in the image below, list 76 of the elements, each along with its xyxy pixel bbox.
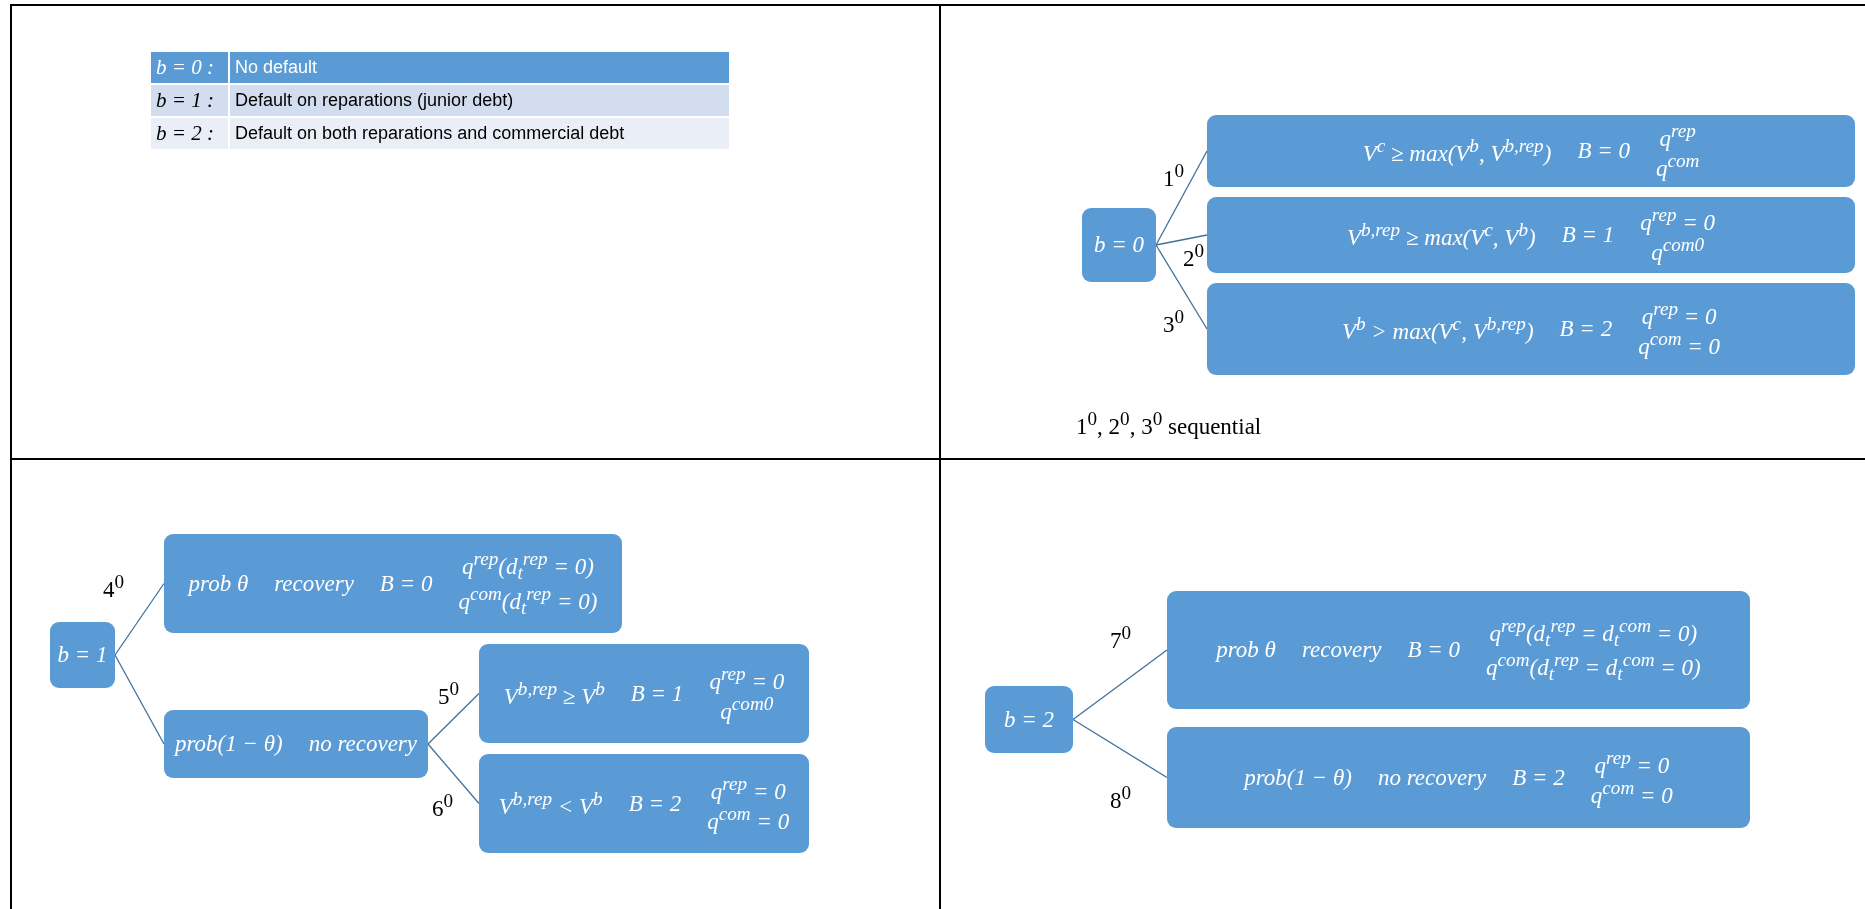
formula-text: prob(1 − θ) [174, 731, 283, 757]
edge-label: 1$^{0}$ [1163, 160, 1185, 192]
formula-text: q$^{com}$ = 0 [1638, 329, 1721, 359]
connector-line [1155, 150, 1208, 246]
formula-text: q$^{rep}$ = 0 [710, 773, 786, 804]
connector-line [1072, 649, 1168, 721]
connector-line [1155, 244, 1208, 330]
formula-text: q$^{com0}$ [720, 693, 774, 724]
table-cell: Default on both reparations and commercial debt [230, 118, 729, 149]
formula-text: B = 2 [628, 790, 682, 817]
formula-text: q$^{com}$ [1655, 151, 1700, 181]
formula-text: q$^{rep}$(d$_{t}$$^{rep}$ = d$_{t}$$^{com}$ = 0) [1489, 615, 1698, 650]
edge-label: 8$^{0}$ [1110, 782, 1132, 814]
decision-box [1207, 197, 1855, 273]
formula-text: b = 1 [57, 642, 108, 668]
decision-box [1167, 727, 1750, 828]
formula-text: B = 0 [379, 570, 433, 597]
decision-box [50, 622, 115, 688]
decision-box [1207, 283, 1855, 375]
table-cell: Default on reparations (junior debt) [230, 85, 729, 116]
decision-box [479, 754, 809, 853]
formula-text: q$^{rep}$ = 0 [1641, 299, 1717, 329]
formula-text: q$^{rep}$ = 0 [709, 663, 785, 694]
formula-text: V$^{b,rep}$ < V$^{b}$ [498, 787, 603, 820]
formula-text: q$^{rep}$ [1659, 121, 1696, 151]
decision-box [479, 644, 809, 743]
formula-text: B = 2 [1512, 764, 1565, 791]
decision-box [164, 710, 428, 778]
formula-text: q$^{rep}$ = 0 [1594, 747, 1670, 778]
table-cell: No default [230, 52, 729, 83]
formula-text: recovery [274, 570, 354, 597]
formula-text: q$^{com}$(d$_{t}$$^{rep}$ = 0) [458, 583, 598, 618]
decision-box [164, 534, 622, 633]
formula-text: B = 2 [1559, 316, 1613, 342]
formula-text: q$^{com0}$ [1651, 235, 1705, 265]
formula-text: q$^{rep}$(d$_{t}$$^{rep}$ = 0) [462, 549, 594, 584]
formula-text: q$^{rep}$ = 0 [1640, 205, 1716, 235]
formula-text: prob θ [1216, 637, 1276, 663]
formula-text: V$^{b,rep}$ ≥ V$^{b}$ [503, 677, 605, 710]
edge-label: 6$^{0}$ [432, 790, 454, 822]
connector-line [114, 582, 165, 656]
decision-box [985, 686, 1073, 753]
formula-text: q$^{com}$ = 0 [1590, 777, 1673, 808]
table-cell: b = 1 : [151, 85, 228, 116]
connector-line [114, 654, 165, 745]
decision-box [1207, 115, 1855, 187]
formula-text: no recovery [1377, 764, 1487, 791]
connector-line [427, 692, 480, 745]
formula-text: q$^{com}$ = 0 [707, 803, 790, 834]
formula-text: prob θ [188, 570, 249, 597]
formula-text: b = 0 [1094, 232, 1144, 258]
formula-text: recovery [1301, 637, 1382, 663]
note-text: 1$^{0}$, 2$^{0}$, 3$^{0}$ sequential [1076, 408, 1262, 440]
edge-label: 2$^{0}$ [1183, 240, 1205, 272]
formula-text: B = 0 [1577, 138, 1630, 164]
edge-label: 3$^{0}$ [1163, 306, 1185, 338]
formula-text: no recovery [308, 731, 418, 757]
table-cell: b = 2 : [151, 118, 228, 149]
decision-box [1167, 591, 1750, 709]
connector-line [1155, 234, 1208, 246]
edge-label: 4$^{0}$ [103, 571, 125, 603]
edge-label: 7$^{0}$ [1110, 622, 1132, 654]
formula-text: V$^{b,rep}$ ≥ max(V$^{c}$, V$^{b}$) [1346, 219, 1536, 251]
formula-text: B = 1 [1561, 222, 1615, 248]
formula-text: V$^{c}$ ≥ max(V$^{b}$, V$^{b,rep}$) [1362, 135, 1552, 167]
decision-box [1082, 208, 1156, 282]
formula-text: q$^{com}$(d$_{t}$$^{rep}$ = d$_{t}$$^{com}$ = 0) [1486, 650, 1701, 685]
table-cell: b = 0 : [151, 52, 228, 83]
edge-label: 5$^{0}$ [438, 678, 460, 710]
formula-text: V$^{b}$ > max(V$^{c}$, V$^{b,rep}$) [1341, 313, 1534, 345]
formula-text: B = 0 [1407, 637, 1461, 663]
connector-line [1072, 718, 1168, 779]
formula-text: prob(1 − θ) [1244, 764, 1352, 791]
connector-line [427, 743, 480, 805]
formula-text: B = 1 [630, 680, 684, 707]
formula-text: b = 2 [1004, 706, 1054, 733]
